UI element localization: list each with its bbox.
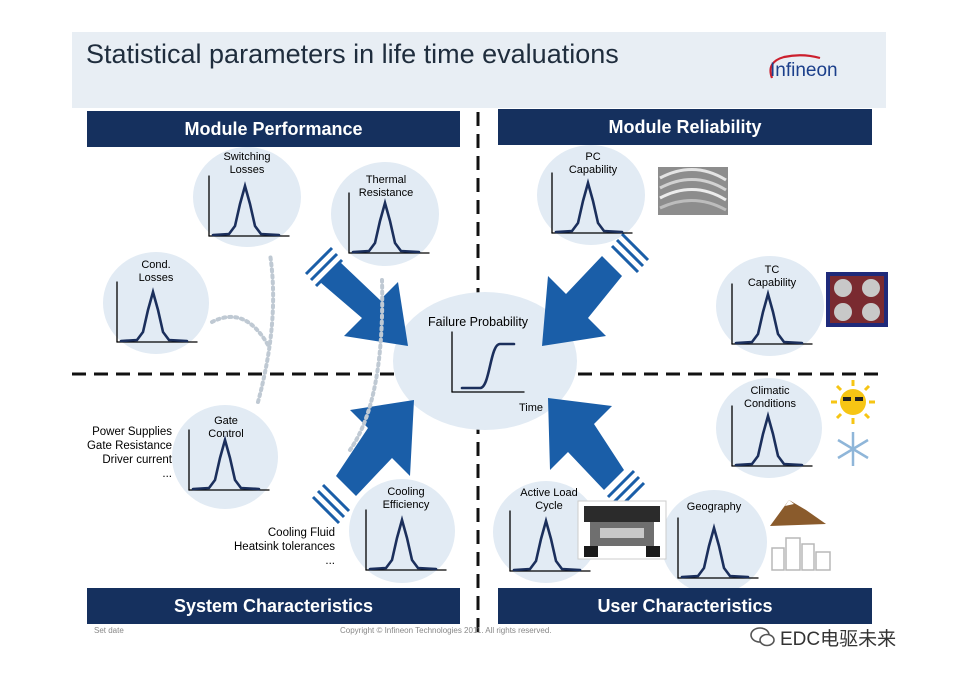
dotted-path <box>210 315 270 347</box>
plot-switching <box>208 175 290 237</box>
plot-active <box>509 510 591 572</box>
label-cond-losses: Cond. Losses <box>138 259 174 284</box>
arrow-stripe <box>316 489 346 519</box>
plot-thermal <box>348 192 430 254</box>
plot-pc <box>551 172 633 234</box>
arrow-top-right <box>542 256 622 346</box>
cooling-notes: Cooling Fluid Heatsink tolerances ... <box>205 526 335 568</box>
dotted-path <box>256 252 276 404</box>
plot-failure-probability <box>451 331 525 393</box>
arrow-stripe <box>314 258 344 288</box>
bond-wire-photo <box>658 167 728 215</box>
watermark-text: EDC电驱未来 <box>780 629 897 650</box>
plot-cooling <box>365 509 447 571</box>
label-pc-capability: PC Capability <box>568 151 618 176</box>
header-user-characteristics: User Characteristics <box>498 588 872 624</box>
header-band <box>72 32 886 108</box>
arrow-stripe <box>304 246 334 276</box>
plot-cond <box>116 281 198 343</box>
plot-tc <box>731 283 813 345</box>
arrow-stripe <box>611 475 641 505</box>
arrow-bottom-left <box>336 400 414 496</box>
truck-photo <box>577 500 667 560</box>
snowflake-icon <box>837 432 869 466</box>
arrow-stripe <box>610 244 640 274</box>
infineon-logo: Infineon <box>769 54 838 81</box>
logo-text: Infineon <box>770 60 838 81</box>
wechat-icon <box>750 627 775 647</box>
cooling-note: Heatsink tolerances <box>234 541 335 553</box>
arrow-stripe <box>615 238 645 268</box>
page-title: Statistical parameters in life time eval… <box>86 39 619 69</box>
gate-note: Power Supplies <box>92 426 172 438</box>
bubble-geography <box>661 490 767 594</box>
label-active-load-cycle: Active Load Cycle <box>520 487 578 512</box>
plot-gate <box>188 429 270 491</box>
bubble-cooling <box>349 479 455 583</box>
arrow-bottom-right <box>548 398 624 490</box>
city-icon <box>771 537 831 571</box>
gate-note: ... <box>162 468 172 480</box>
cooling-note: Cooling Fluid <box>267 527 335 539</box>
label-thermal-resistance: Thermal Resistance <box>358 174 414 199</box>
sun-icon <box>831 380 875 424</box>
gate-notes: Power Supplies Gate Resistance Driver cu… <box>72 425 172 481</box>
header-system-characteristics: System Characteristics <box>87 588 460 624</box>
bubble-climatic <box>716 378 822 478</box>
center-axis-label: Time <box>519 402 544 414</box>
arrow-stripe <box>606 469 636 499</box>
label-switching-losses: Switching Losses <box>223 151 271 176</box>
arrow-top-left <box>320 262 408 346</box>
header-module-performance: Module Performance <box>87 111 460 147</box>
footer-copyright: Copyright © Infineon Technologies 2011. … <box>340 626 552 635</box>
arrow-stripe <box>311 495 341 525</box>
label-tc-capability: TC Capability <box>747 264 797 289</box>
arrow-stripe <box>309 252 339 282</box>
label-cooling-efficiency: Cooling Efficiency <box>382 486 430 511</box>
label-climatic-conditions: Climatic Conditions <box>744 385 796 410</box>
label-geography: Geography <box>686 501 742 513</box>
header-module-reliability: Module Reliability <box>498 109 872 145</box>
footer-date: Set date <box>94 626 124 635</box>
gate-note: Driver current <box>102 454 172 466</box>
gate-note: Gate Resistance <box>86 440 172 452</box>
solder-layer-photo <box>826 272 888 327</box>
center-title: Failure Probability <box>428 315 529 329</box>
label-gate-control: Gate Control <box>208 415 244 440</box>
plot-geography <box>677 517 759 579</box>
arrow-stripe <box>620 232 650 262</box>
bubble-gate <box>172 405 278 509</box>
mountain-icon <box>770 500 826 526</box>
arrow-stripe <box>321 483 351 513</box>
cooling-note: ... <box>325 555 335 567</box>
plot-climatic <box>731 405 813 467</box>
dotted-path <box>348 278 385 452</box>
